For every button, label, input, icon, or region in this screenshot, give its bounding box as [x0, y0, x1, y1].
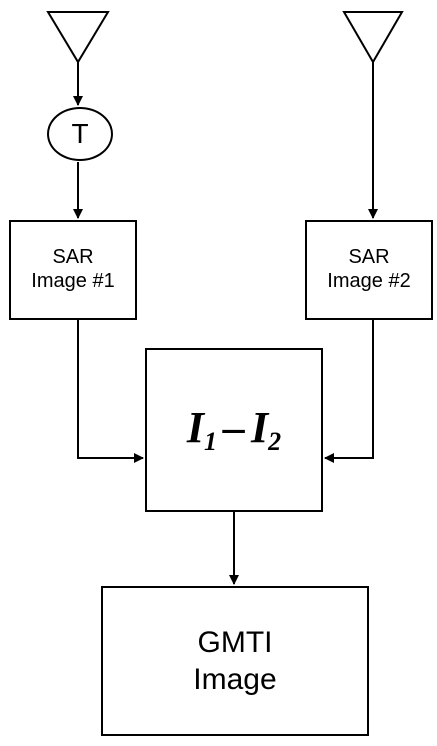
- gmti-image-label-line1: GMTI: [197, 625, 273, 659]
- gmti-image-box: GMTI Image: [101, 586, 369, 736]
- difference-formula: I1–I2: [186, 402, 282, 456]
- sar-image-2-label-line2: Image #2: [327, 270, 411, 292]
- sar-image-1-label-line1: SAR: [52, 246, 94, 269]
- sar-image-1-label-line2: Image #1: [31, 270, 115, 292]
- transmitter-label: T: [71, 118, 89, 149]
- sar-image-2-box: SAR Image #2: [305, 220, 433, 320]
- antenna-1-icon: [46, 11, 110, 64]
- formula-term-2: I: [251, 402, 269, 452]
- transmitter-node: T: [47, 107, 113, 161]
- arrow-sar1-to-difference: [77, 320, 144, 463]
- formula-subscript-2: 2: [268, 426, 282, 456]
- formula-subscript-1: 1: [204, 426, 217, 456]
- arrow-sar2-to-difference: [324, 320, 374, 463]
- sar-image-1-box: SAR Image #1: [9, 220, 137, 320]
- formula-operator: –: [223, 402, 245, 452]
- image-difference-box: I1–I2: [145, 348, 323, 512]
- formula-term-1: I: [186, 402, 204, 452]
- gmti-image-label-line2: Image: [193, 663, 277, 696]
- sar-image-2-label-line1: SAR: [348, 246, 390, 269]
- antenna-2-icon: [342, 11, 404, 64]
